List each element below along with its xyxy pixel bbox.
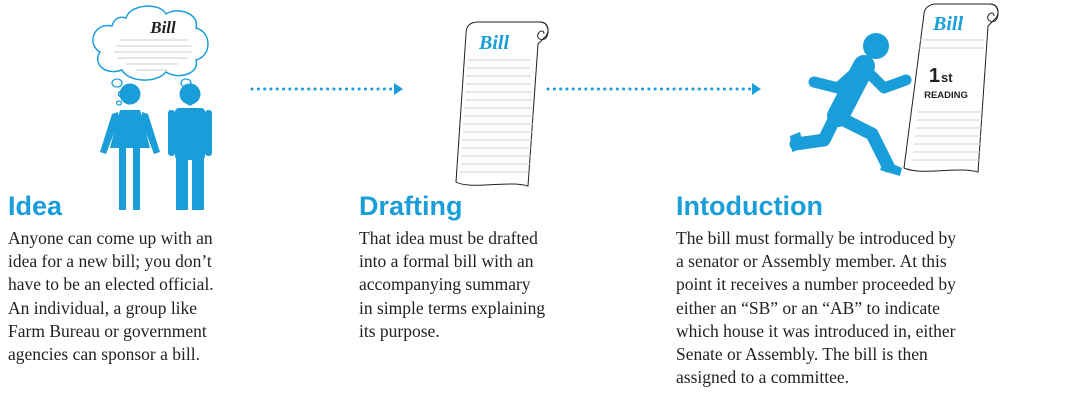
introduction-line: point it receives a number proceeded by: [676, 274, 956, 295]
drafting-bill-label: Bill: [478, 32, 509, 54]
introduction-heading: Intoduction: [676, 191, 823, 221]
idea-line: Anyone can come up with an: [8, 228, 213, 248]
drafting-line: accompanying summary: [359, 274, 531, 295]
drafting-line: its purpose.: [359, 320, 440, 341]
reading-suffix: st: [941, 70, 953, 85]
introduction-line: The bill must formally be introduced by: [676, 228, 956, 248]
dotted-arrow-icon: [546, 83, 761, 95]
idea-description: Anyone can come up with an idea for a ne…: [8, 227, 214, 366]
introduction-line: a senator or Assembly member. At this: [676, 251, 947, 272]
introduction-line: which house it was introduced in, either: [676, 320, 956, 341]
drafting-line: into a formal bill with an: [359, 251, 534, 272]
idea-line: agencies can sponsor a bill.: [8, 344, 200, 365]
scroll-icon: [903, 3, 999, 173]
idea-line: have to be an elected official.: [8, 274, 214, 295]
drafting-heading: Drafting: [359, 191, 463, 221]
drafting-line: in simple terms explaining: [359, 297, 546, 318]
scroll-icon: [455, 21, 549, 187]
idea-line: idea for a new bill; you don’t: [8, 251, 212, 272]
introduction-line: either an “SB” or an “AB” to indicate: [676, 297, 940, 318]
running-man-icon: [789, 33, 912, 176]
intro-bill-label: Bill: [932, 13, 963, 35]
introduction-line: Senate or Assembly. The bill is then: [676, 344, 928, 365]
bubble-bill-label: Bill: [149, 18, 176, 37]
reading-number: 1: [929, 65, 940, 87]
introduction-line: assigned to a committee.: [676, 367, 850, 388]
man-icon: [168, 83, 212, 210]
idea-line: An individual, a group like: [8, 297, 198, 318]
drafting-line: That idea must be drafted: [359, 228, 538, 248]
drafting-description: That idea must be drafted into a formal …: [359, 227, 545, 343]
idea-heading: Idea: [8, 191, 63, 221]
dotted-arrow-icon: [250, 83, 403, 95]
reading-label: READING: [924, 90, 968, 101]
idea-line: Farm Bureau or government: [8, 320, 207, 341]
first-reading-label: 1 st READING: [924, 65, 968, 101]
introduction-description: The bill must formally be introduced by …: [676, 227, 956, 389]
woman-icon: [100, 83, 160, 210]
